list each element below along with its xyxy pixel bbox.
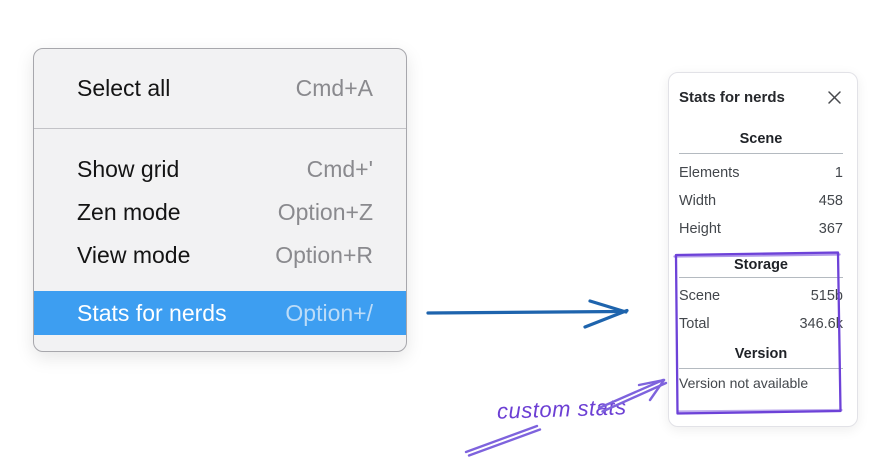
flow-arrow (426, 299, 629, 329)
menu-item-show-grid[interactable]: Show grid Cmd+' (34, 148, 406, 191)
stat-value: 458 (818, 193, 843, 209)
menu-item-shortcut: Option+/ (285, 299, 373, 326)
menu-group: Show grid Cmd+' Zen mode Option+Z View m… (34, 129, 406, 351)
stat-value: 346.6k (799, 316, 843, 332)
menu-item-view-mode[interactable]: View mode Option+R (34, 234, 406, 277)
stat-value: 1 (834, 165, 843, 181)
section-divider (679, 368, 843, 369)
stat-row-height: Height 367 (679, 215, 843, 243)
version-note: Version not available (679, 375, 809, 391)
menu-item-zen-mode[interactable]: Zen mode Option+Z (34, 191, 406, 234)
close-icon (827, 90, 841, 104)
stat-row-total-storage: Total 346.6k (679, 310, 843, 338)
stat-label: Total (679, 316, 710, 332)
stat-label: Scene (679, 288, 721, 304)
stat-label: Height (679, 221, 721, 237)
stat-row-elements: Elements 1 (679, 159, 843, 187)
section-heading: Version (734, 346, 788, 362)
menu-item-shortcut: Cmd+A (295, 75, 373, 101)
custom-stats-annotation-label: custom stats (496, 394, 627, 424)
stat-row-width: Width 458 (679, 187, 843, 215)
stats-section-scene: Scene Elements 1 Width 458 Height 367 (679, 131, 843, 243)
menu-item-label: Select all (77, 75, 171, 101)
menu-item-label: Zen mode (77, 199, 181, 225)
section-rows: Elements 1 Width 458 Height 367 (679, 159, 843, 243)
menu-separator (34, 128, 406, 129)
section-heading: Storage (734, 257, 788, 273)
stat-label: Elements (679, 165, 740, 181)
stats-section-version: Version Version not available (679, 346, 843, 395)
close-button[interactable] (825, 88, 843, 106)
stats-panel: Stats for nerds Scene Elements 1 Width 4… (668, 72, 858, 427)
stat-row-scene-storage: Scene 515b (679, 282, 843, 310)
context-menu: Select all Cmd+A Show grid Cmd+' Zen mod… (33, 48, 407, 352)
stat-value: 515b (810, 288, 843, 304)
menu-item-shortcut: Cmd+' (306, 156, 373, 182)
menu-item-select-all[interactable]: Select all Cmd+A (34, 49, 406, 128)
menu-item-shortcut: Option+Z (277, 199, 373, 225)
stat-value: 367 (818, 221, 843, 237)
section-rows: Scene 515b Total 346.6k (679, 282, 843, 338)
menu-item-stats-for-nerds[interactable]: Stats for nerds Option+/ (34, 291, 406, 335)
stats-panel-title: Stats for nerds (679, 88, 785, 106)
menu-item-label: View mode (77, 242, 191, 268)
stat-label: Width (679, 193, 717, 209)
stats-section-storage: Storage Scene 515b Total 346.6k (679, 257, 843, 338)
stats-panel-titlebar: Stats for nerds (679, 85, 843, 109)
menu-item-label: Show grid (77, 156, 180, 182)
menu-item-shortcut: Option+R (275, 242, 373, 268)
section-divider (679, 277, 843, 278)
section-divider (679, 153, 843, 154)
menu-item-label: Stats for nerds (77, 299, 227, 326)
section-heading: Scene (739, 131, 783, 147)
